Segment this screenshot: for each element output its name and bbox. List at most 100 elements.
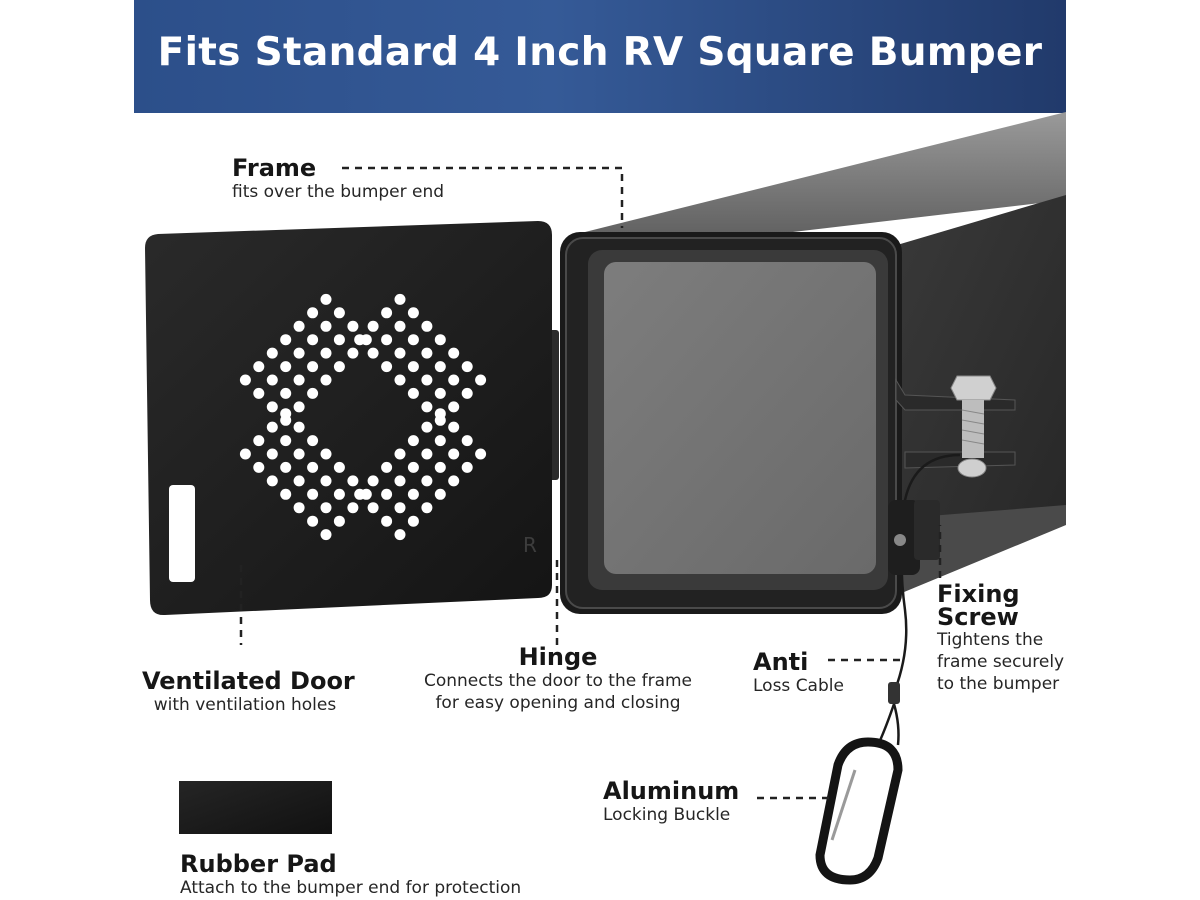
rubber-pad-callout: Rubber Pad Attach to the bumper end for … (180, 851, 521, 899)
hinge-desc-line1: Connects the door to the frame (423, 671, 693, 691)
leader-lines (239, 166, 942, 800)
ventilation-hole (434, 488, 446, 500)
ventilation-hole (280, 488, 292, 500)
frame-title: Frame (232, 154, 317, 182)
ventilation-hole (307, 387, 319, 399)
ventilation-hole (394, 475, 406, 487)
ventilation-hole (333, 488, 345, 500)
ventilation-hole (253, 361, 265, 373)
ventilation-hole (293, 421, 305, 433)
ventilation-hole (253, 387, 265, 399)
aluminum-buckle-callout: Aluminum Locking Buckle (603, 778, 739, 826)
ventilation-hole (320, 529, 332, 541)
hinge-title: Hinge (518, 643, 598, 671)
ventilation-hole (421, 475, 433, 487)
ventilation-hole (354, 488, 366, 500)
aluminum-buckle-desc: Locking Buckle (603, 805, 731, 825)
ventilation-hole (320, 293, 332, 305)
frame-desc: fits over the bumper end (232, 182, 445, 202)
ventilation-hole (407, 461, 419, 473)
ventilation-hole (333, 461, 345, 473)
ventilated-door: R (145, 221, 552, 616)
ventilation-hole (367, 347, 379, 359)
ventilation-hole (421, 448, 433, 460)
ventilation-hole (381, 361, 393, 373)
ventilation-hole (421, 421, 433, 433)
ventilation-hole (307, 307, 319, 319)
ventilation-hole (293, 448, 305, 460)
ventilation-hole (407, 361, 419, 373)
ventilation-hole (307, 361, 319, 373)
fixing-screw-desc-line3: to the bumper (937, 674, 1060, 694)
ventilation-hole (333, 334, 345, 346)
fixing-screw-desc-line1: Tightens the (937, 630, 1044, 650)
ventilation-hole (407, 488, 419, 500)
hinge-callout: Hinge Connects the door to the frame for… (405, 644, 711, 714)
ventilation-hole (448, 448, 460, 460)
ventilation-hole (280, 408, 292, 420)
ventilation-hole (307, 488, 319, 500)
ventilation-hole (407, 334, 419, 346)
ventilation-hole (347, 475, 359, 487)
ventilation-hole (434, 361, 446, 373)
ventilation-hole (421, 347, 433, 359)
frame (560, 232, 1016, 614)
ventilation-hole (434, 435, 446, 447)
anti-loss-cable-desc: Loss Cable (753, 676, 844, 696)
ventilation-hole (347, 502, 359, 514)
ventilation-hole (394, 320, 406, 332)
ventilation-hole (407, 435, 419, 447)
ventilation-hole (434, 408, 446, 420)
ventilation-hole (307, 334, 319, 346)
ventilation-hole (448, 347, 460, 359)
fixing-screw-desc-line2: frame securely (937, 652, 1065, 672)
ventilation-hole (381, 488, 393, 500)
aluminum-buckle-title: Aluminum (603, 777, 740, 805)
banner-title: Fits Standard 4 Inch RV Square Bumper (157, 30, 1043, 75)
ventilation-hole (434, 461, 446, 473)
title-banner: Fits Standard 4 Inch RV Square Bumper (134, 0, 1066, 113)
ventilation-hole (421, 401, 433, 413)
ventilation-hole (394, 374, 406, 386)
rubber-pad-desc: Attach to the bumper end for protection (180, 878, 522, 898)
rubber-pad (179, 781, 332, 834)
ventilation-hole (461, 387, 473, 399)
ventilated-door-callout: Ventilated Door with ventilation holes (142, 668, 355, 716)
ventilation-hole (421, 320, 433, 332)
ventilation-hole (307, 515, 319, 527)
ventilation-hole (320, 320, 332, 332)
ventilation-hole (293, 401, 305, 413)
ventilation-hole (293, 374, 305, 386)
ventilation-hole (434, 387, 446, 399)
ventilation-hole (407, 515, 419, 527)
ventilation-hole (320, 374, 332, 386)
rubber-pad-title: Rubber Pad (180, 850, 337, 878)
ventilation-hole (266, 374, 278, 386)
ventilation-hole (280, 461, 292, 473)
ventilation-hole (394, 347, 406, 359)
hinge-desc-line2: for easy opening and closing (435, 693, 681, 713)
ventilation-hole (333, 361, 345, 373)
ventilation-hole (280, 334, 292, 346)
ventilation-hole (367, 320, 379, 332)
ventilation-hole (448, 374, 460, 386)
ventilation-hole (293, 502, 305, 514)
ventilation-hole (381, 334, 393, 346)
door-logo: R (523, 533, 537, 557)
ventilation-hole (461, 461, 473, 473)
ventilation-hole (333, 515, 345, 527)
ventilation-hole (266, 401, 278, 413)
anti-loss-cable (876, 453, 961, 746)
ventilation-hole (320, 448, 332, 460)
ventilation-hole (266, 475, 278, 487)
ventilation-hole (367, 475, 379, 487)
ventilation-hole (293, 475, 305, 487)
ventilation-hole (280, 361, 292, 373)
fixing-screw-callout: Fixing Screw Tightens the frame securely… (937, 582, 1065, 695)
ventilation-hole (421, 502, 433, 514)
ventilation-hole (448, 401, 460, 413)
ventilation-hole (448, 475, 460, 487)
fixing-screw-title-line2: Screw (937, 603, 1019, 631)
ventilation-hole (239, 448, 251, 460)
